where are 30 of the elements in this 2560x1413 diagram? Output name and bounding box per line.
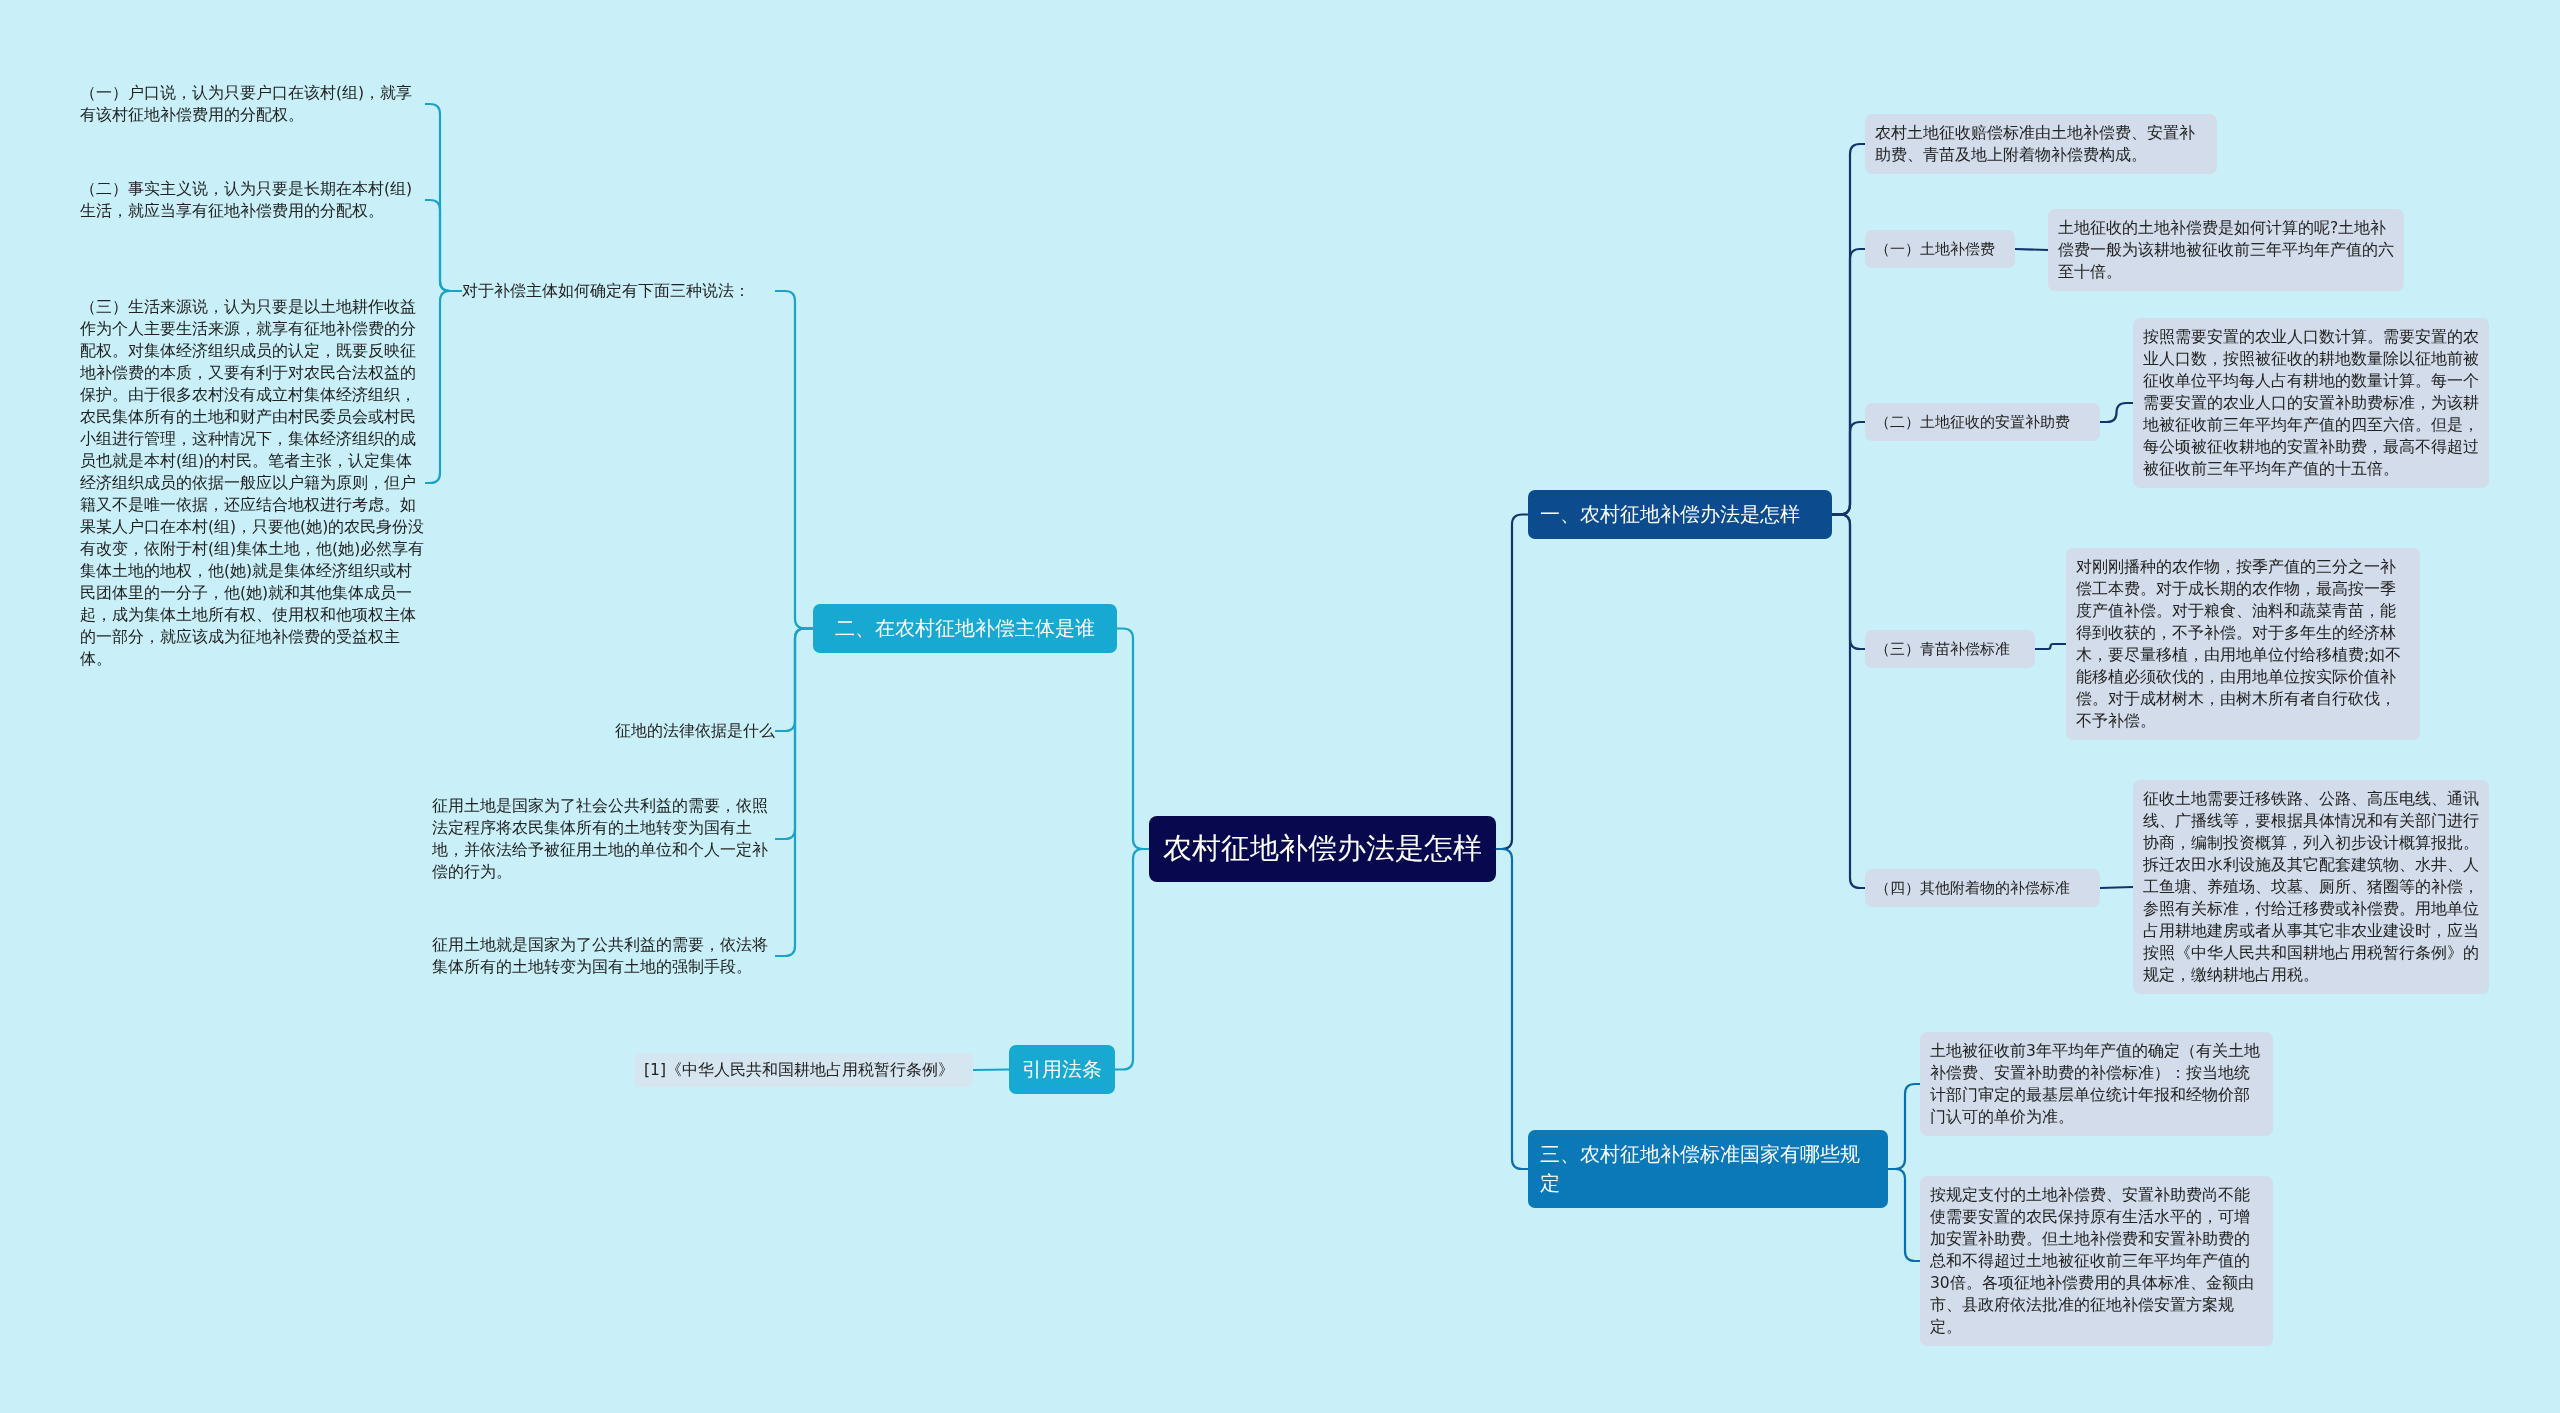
connector-line [2014, 247, 2049, 252]
text-box: 按照需要安置的农业人口数计算。需要安置的农业人口数，按照被征收的耕地数量除以征地前被征收单位平均每人占有耕地的数量计算。每一个需要安置的农业人口的安置补助费标准，为该耕地被征收前三年平均年产值的四至六倍。但是，每公顷被征收耕地的安置补助费，最高不得超过被征收前三年平均年产值的十五倍。 [2133, 318, 2489, 488]
subtopic-box: （四）其他附着物的补偿标准 [1865, 869, 2100, 907]
subtopic-box: （三）青苗补偿标准 [1865, 630, 2035, 668]
text-note: 征地的法律依据是什么 [600, 720, 775, 742]
text-box: 土地被征收前3年平均年产值的确定（有关土地补偿费、安置补助费的补偿标准）：按当地统计部门审定的最基层单位统计年报和经物价部门认可的单价为准。 [1920, 1032, 2273, 1136]
topic-box: 三、农村征地补偿标准国家有哪些规定 [1528, 1130, 1888, 1208]
text-note: 征用土地就是国家为了公共利益的需要，依法将集体所有的土地转变为国有土地的强制手段。 [432, 934, 775, 978]
topic-box: 二、在农村征地补偿主体是谁 [813, 604, 1117, 653]
text-box: 土地征收的土地补偿费是如何计算的呢?土地补偿费一般为该耕地被征收前三年平均年产值的六至十倍。 [2048, 209, 2404, 291]
text-box: 农村土地征收赔偿标准由土地补偿费、安置补助费、青苗及地上附着物补偿费构成。 [1865, 114, 2217, 174]
central-topic: 农村征地补偿办法是怎样 [1149, 816, 1496, 882]
reference-box: [1]《中华人民共和国耕地占用税暂行条例》 [634, 1053, 973, 1087]
connector-line [973, 1068, 1009, 1072]
text-box: 征收土地需要迁移铁路、公路、高压电线、通讯线、广播线等，要根据具体情况和有关部门进行协商，编制投资概算，列入初步设计概算报批。拆迁农田水利设施及其它配套建筑物、水井、人工鱼塘、养殖场、坟墓、厕所、猪圈等的补偿，参照有关标准，付给迁移费或补偿费。用地单位占用耕地建房或者从事其它非农业建设时，应当按照《中华人民共和国耕地占用税暂行条例》的规定，缴纳耕地占用税。 [2133, 780, 2489, 994]
text-box: 对刚刚播种的农作物，按季产值的三分之一补偿工本费。对于成长期的农作物，最高按一季度产值补偿。对于粮食、油料和蔬菜青苗，能得到收获的，不予补偿。对于多年生的经济林木，要尽量移植，由用地单位付给移植费;如不能移植必须砍伐的，由用地单位按实际价值补偿。对于成材树木，由树木所有者自行砍伐，不予补偿。 [2066, 548, 2420, 740]
subtopic-box: （一）土地补偿费 [1865, 230, 2015, 268]
text-box: 按规定支付的土地补偿费、安置补助费尚不能使需要安置的农民保持原有生活水平的，可增加安置补助费。但土地补偿费和安置补助费的总和不得超过土地被征收前三年平均年产值的30倍。各项征地补偿费用的具体标准、金额由市、县政府依法批准的征地补偿安置方案规定。 [1920, 1176, 2273, 1346]
text-note: 对于补偿主体如何确定有下面三种说法： [462, 280, 775, 302]
text-note: （三）生活来源说，认为只要是以土地耕作收益作为个人主要生活来源，就享有征地补偿费的分配权。对集体经济组织成员的认定，既要反映征地补偿费的本质，又要有利于对农民合法权益的保护。由于很多农村没有成立村集体经济组织，农民集体所有的土地和财产由村民委员会或村民小组进行管理，这种情况下，集体经济组织的成员也就是本村(组)的村民。笔者主张，认定集体经济组织成员的依据一般应以户籍为原则，但户籍又不是唯一依据，还应结合地权进行考虑。如果某人户口在本村(组)，只要他(她)的农民身份没有改变，依附于村(组)集体土地，他(她)必然享有集体土地的地权，他(她)就是集体经济组织或村民团体里的一分子，他(她)就和其他集体成员一起，成为集体土地所有权、使用权和他项权主体的一部分，就应该成为征地补偿费的受益权主体。 [80, 296, 425, 670]
topic-box: 一、农村征地补偿办法是怎样 [1528, 490, 1832, 539]
subtopic-box: （二）土地征收的安置补助费 [1865, 403, 2100, 441]
connector-line [2035, 642, 2066, 651]
connector-line [2100, 401, 2133, 424]
text-note: 征用土地是国家为了社会公共利益的需要，依照法定程序将农民集体所有的土地转变为国有土地，并依法给予被征用土地的单位和个人一定补偿的行为。 [432, 795, 775, 883]
connector-line [2099, 885, 2134, 890]
text-note: （二）事实主义说，认为只要是长期在本村(组)生活，就应当享有征地补偿费用的分配权。 [80, 178, 425, 222]
connector-line [1115, 847, 1149, 1071]
text-note: （一）户口说，认为只要户口在该村(组)，就享有该村征地补偿费用的分配权。 [80, 82, 425, 126]
topic-box: 引用法条 [1009, 1045, 1115, 1094]
